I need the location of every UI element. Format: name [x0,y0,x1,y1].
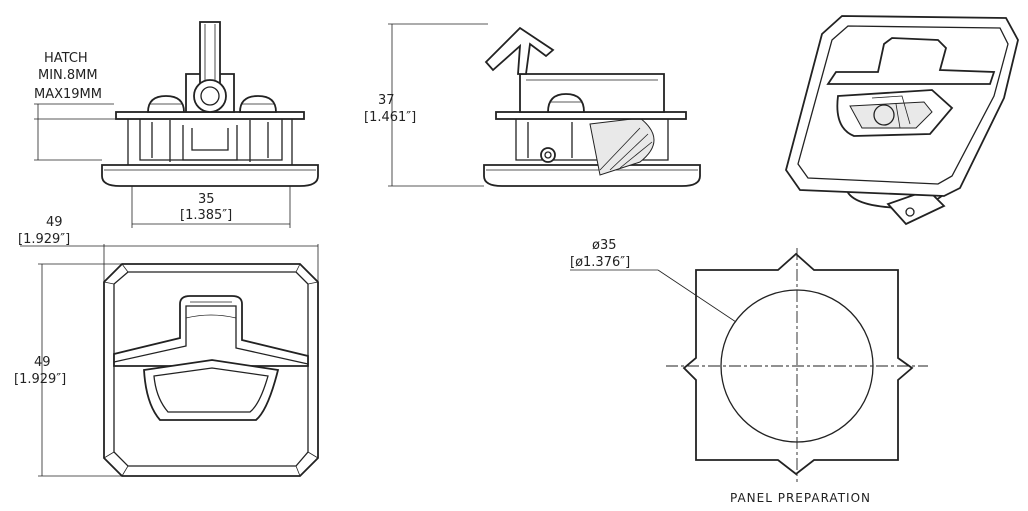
side-view [388,23,701,187]
front-view [34,21,319,228]
panel-preparation-caption: PANEL PREPARATION [730,491,871,505]
front-width-mm: 35 [198,192,215,207]
side-height-in: [1.461″] [364,110,416,125]
side-height-mm: 37 [378,93,395,108]
top-height-in: [1.929″] [14,372,66,387]
front-width-in: [1.385″] [180,208,232,223]
top-width-in: [1.929″] [18,232,70,247]
top-view [20,244,319,477]
cutout-dia-in: [ø1.376″] [570,255,630,270]
top-width-mm: 49 [46,215,63,230]
panel-preparation-view [570,248,928,482]
isometric-view [785,15,1019,226]
hatch-label: HATCH [44,51,88,66]
top-height-mm: 49 [34,355,51,370]
cutout-dia-mm: ø35 [592,238,617,253]
hatch-max-label: MAX19MM [34,87,102,102]
hatch-min-label: MIN.8MM [38,68,98,83]
